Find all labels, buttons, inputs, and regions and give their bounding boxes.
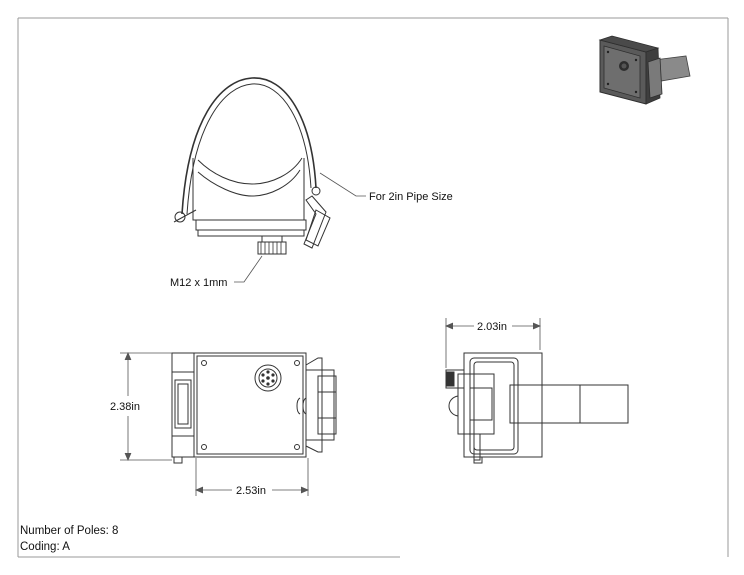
isometric-thumbnail [598,35,691,105]
drawing-notes: Number of Poles: 8 Coding: A [20,523,118,555]
side-dimension-lines [444,318,542,368]
pipe-size-callout: For 2in Pipe Size [369,191,453,203]
coding: Coding: A [20,541,70,553]
top-view [173,77,331,255]
thread-size-callout: M12 x 1mm [170,277,227,289]
width-dimension: 2.53in [236,485,266,497]
height-dimension: 2.38in [110,401,140,413]
sheet-border [17,17,729,558]
depth-dimension: 2.03in [477,321,507,333]
leader-lines [234,172,366,283]
front-dimension-lines [120,351,310,496]
side-view [445,352,629,464]
number-of-poles: Number of Poles: 8 [20,525,119,537]
front-view [171,352,337,464]
